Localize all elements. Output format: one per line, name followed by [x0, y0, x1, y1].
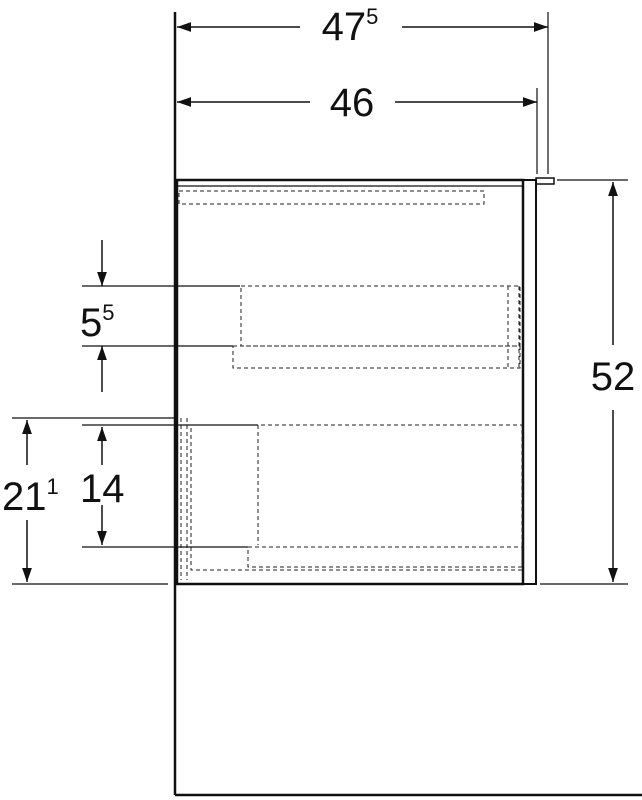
dim-height-bottom-outer-label: 211: [2, 474, 59, 519]
cabinet-outline: [175, 177, 555, 586]
dim-width-outer-label: 475: [322, 4, 379, 49]
dim-width-inner-label: 46: [330, 81, 375, 125]
hidden-lines: [178, 190, 523, 580]
dim-drawer-gap-label: 55: [80, 300, 115, 345]
dim-height-total-label: 52: [591, 355, 636, 399]
dim-height-bottom-inner-label: 14: [80, 467, 125, 511]
extension-lines: [12, 12, 628, 585]
